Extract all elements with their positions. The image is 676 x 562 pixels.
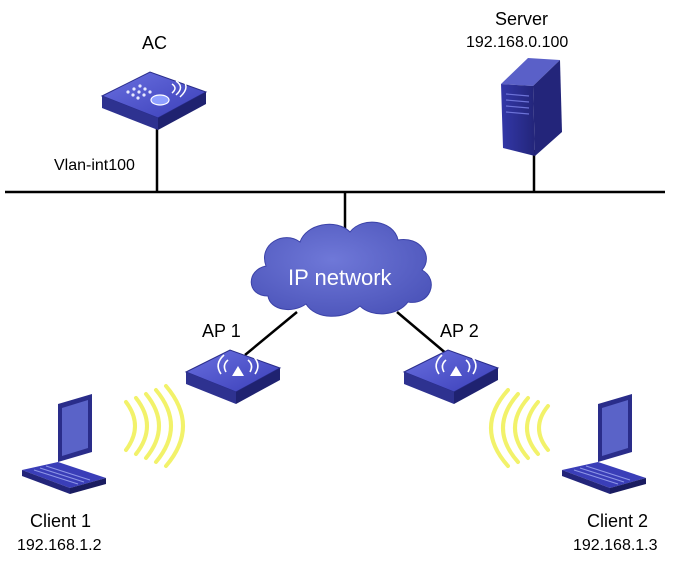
ap1-label: AP 1 [202,321,241,341]
client1-ip: 192.168.1.2 [17,537,102,554]
server-icon [501,58,562,156]
laptop-icon [22,394,106,494]
ac-icon [88,71,208,130]
links [5,118,665,356]
cloud-icon [250,221,432,317]
cloud-label: IP network [288,265,392,290]
ac-interface-label: Vlan-int100 [54,157,135,174]
ap1-link [244,311,298,356]
ac-label: AC [142,33,168,53]
access-point-icon [184,349,282,404]
ap2-link [396,311,449,356]
client2-ip: 192.168.1.3 [573,537,658,554]
server-ip: 192.168.0.100 [466,34,569,51]
wireless-signal-icon [124,384,185,468]
wireless-signal-icon [489,388,550,468]
laptop-icon [562,394,646,494]
client1-label: Client 1 [30,511,92,531]
server-label: Server [495,9,549,29]
ap2-label: AP 2 [440,321,479,341]
client2-label: Client 2 [587,511,649,531]
access-point-icon [402,349,500,404]
